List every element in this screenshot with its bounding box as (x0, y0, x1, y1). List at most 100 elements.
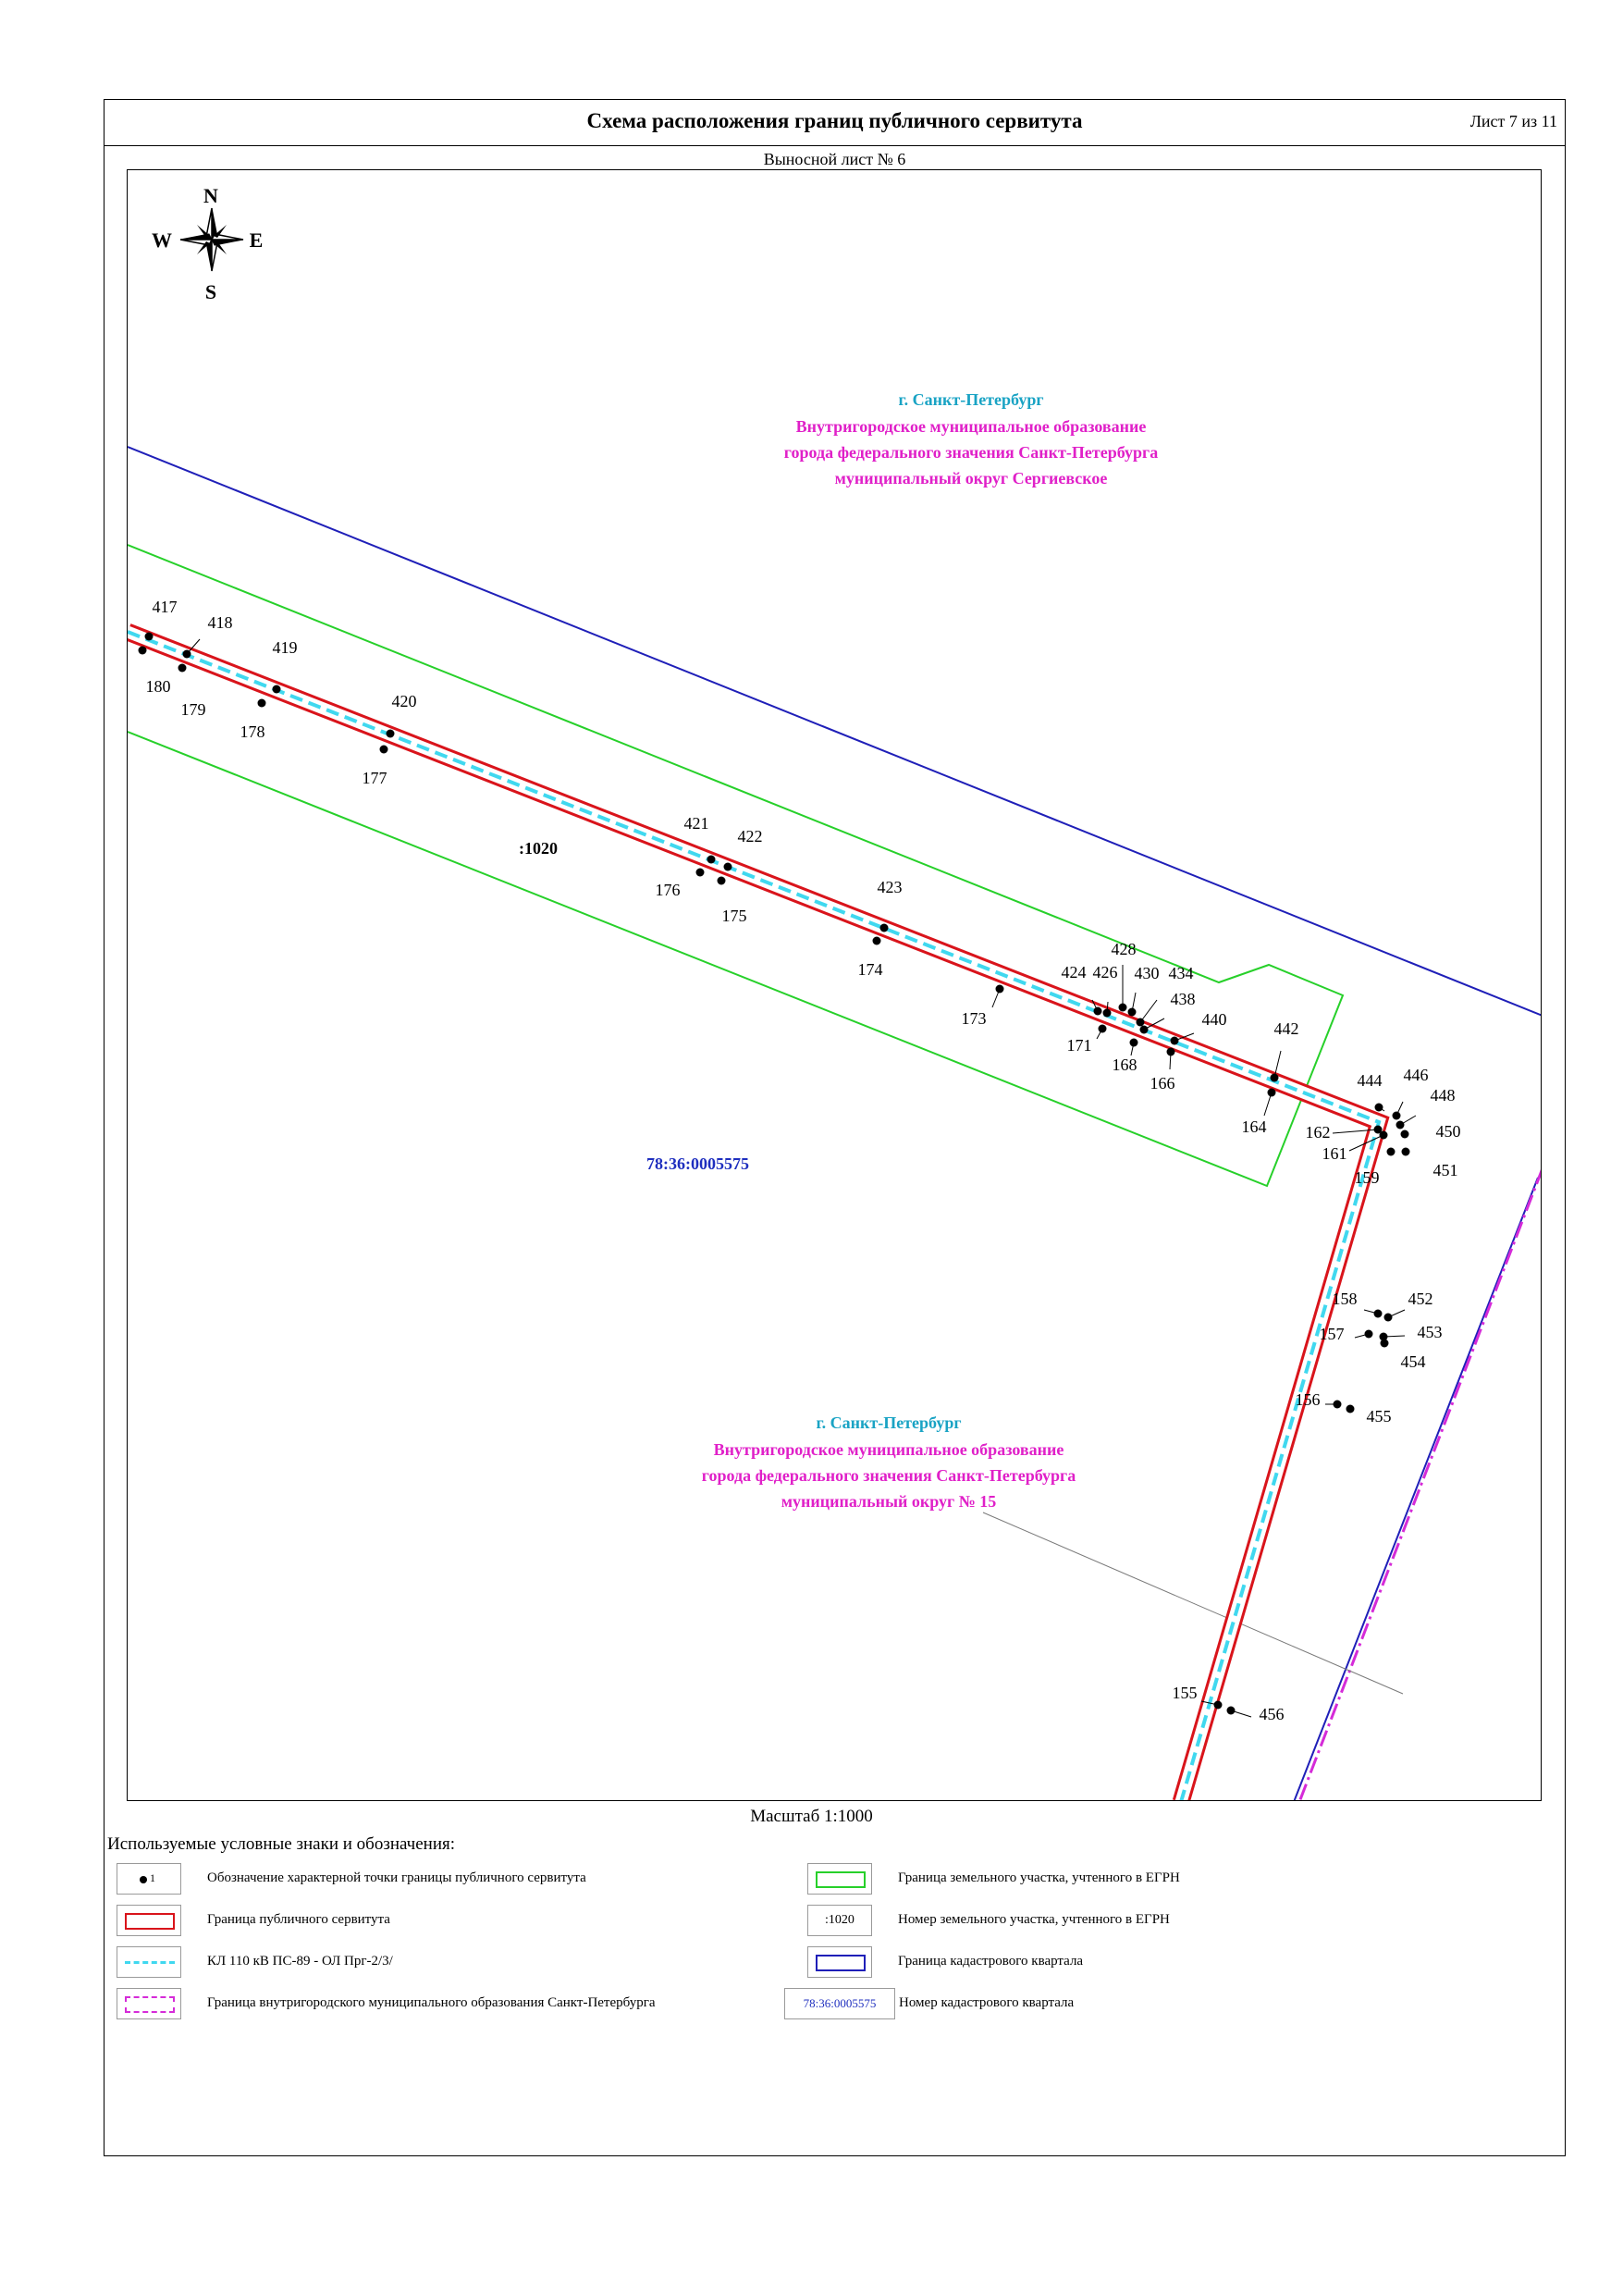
point-label-177: 177 (363, 769, 387, 787)
point-label-180: 180 (146, 677, 171, 696)
point-marker-168 (1129, 1038, 1138, 1047)
legend-text-quarter: Граница кадастрового квартала (898, 1954, 1084, 1969)
point-leader-line (1139, 999, 1158, 1023)
point-marker-444 (1374, 1103, 1383, 1112)
point-marker-438 (1139, 1025, 1149, 1034)
legend-heading: Используемые условные знаки и обозначени… (107, 1834, 456, 1854)
cable-line-icon (125, 1961, 175, 1964)
quarter-number-label: 78:36:0005575 (646, 1154, 749, 1173)
region-north-line2: города федерального значения Санкт-Петер… (784, 443, 1158, 462)
point-label-434: 434 (1169, 964, 1194, 982)
point-label-451: 451 (1433, 1161, 1458, 1179)
easement-points: 4171804181794191784201774214221761754231… (138, 598, 1461, 1723)
legend-swatch-quarter-number: 78:36:0005575 (784, 1988, 895, 2019)
point-marker-420 (386, 729, 395, 738)
point-label-418: 418 (208, 613, 233, 632)
point-label-438: 438 (1171, 990, 1196, 1008)
legend-text-quarter-number: Номер кадастрового квартала (899, 1995, 1075, 2010)
point-marker-440 (1170, 1036, 1179, 1045)
title-row: Схема расположения границ публичного сер… (105, 100, 1565, 146)
legend-text-parcel: Граница земельного участка, учтенного в … (898, 1870, 1180, 1885)
point-marker-180 (138, 646, 147, 655)
point-marker-454 (1380, 1339, 1389, 1348)
legend-text-parcel-number: Номер земельного участка, учтенного в ЕГ… (898, 1912, 1170, 1927)
easement-boundary-icon (125, 1913, 175, 1930)
legend-swatch-quarter (807, 1946, 872, 1978)
municipal-boundary-line (1298, 1169, 1541, 1800)
point-marker-452 (1383, 1313, 1393, 1322)
point-label-453: 453 (1418, 1323, 1443, 1341)
point-label-174: 174 (858, 960, 883, 979)
point-leader-line (1332, 1129, 1379, 1134)
point-label-179: 179 (181, 700, 206, 719)
point-label-446: 446 (1404, 1066, 1429, 1084)
point-marker-453 (1379, 1332, 1388, 1341)
point-marker-155 (1213, 1700, 1223, 1710)
legend-item-cable: КЛ 110 кВ ПС-89 - ОЛ Прг-2/3/ (117, 1946, 764, 1978)
point-label-442: 442 (1274, 1019, 1299, 1038)
legend-swatch-cable (117, 1946, 181, 1978)
legend-item-parcel: Граница земельного участка, учтенного в … (807, 1863, 1325, 1895)
legend-swatch-parcel (807, 1863, 872, 1895)
legend-text-municipal: Граница внутригородского муниципального … (207, 1995, 656, 2010)
point-marker-456 (1226, 1706, 1236, 1715)
region-north-line1: Внутригородское муниципальное образовани… (796, 417, 1147, 436)
legend-item-municipal: Граница внутригородского муниципального … (117, 1988, 764, 2019)
region-south-line2: города федерального значения Санкт-Петер… (702, 1466, 1076, 1485)
legend-item-point: 1 Обозначение характерной точки границы … (117, 1863, 764, 1895)
point-marker-162 (1373, 1125, 1383, 1134)
sheet-number: Лист 7 из 11 (1469, 112, 1557, 130)
point-label-455: 455 (1367, 1407, 1392, 1426)
point-marker-446 (1392, 1111, 1401, 1120)
legend-item-quarter-number: 78:36:0005575 Номер кадастрового квартал… (784, 1988, 1339, 2019)
map-canvas: N S W E г. Санкт-Петербург Внутригородск… (128, 184, 1541, 1800)
map-frame: N S W E г. Санкт-Петербург Внутригородск… (127, 169, 1542, 1801)
municipal-boundary-icon (125, 1996, 175, 2013)
point-label-164: 164 (1242, 1117, 1267, 1136)
point-marker-450 (1400, 1129, 1409, 1139)
point-marker-173 (995, 984, 1004, 994)
point-marker-159 (1386, 1147, 1396, 1156)
label-leader-line (982, 1512, 1404, 1695)
point-marker-175 (717, 876, 726, 885)
point-marker-icon (140, 1876, 147, 1883)
legend-swatch-easement (117, 1905, 181, 1936)
point-marker-179 (178, 663, 187, 673)
point-marker-442 (1270, 1073, 1279, 1082)
point-label-423: 423 (878, 878, 903, 896)
parcel-boundary (128, 544, 1345, 1188)
legend-item-quarter: Граница кадастрового квартала (807, 1946, 1325, 1978)
point-label-428: 428 (1112, 940, 1137, 958)
point-marker-156 (1333, 1400, 1342, 1409)
legend-point-sample-label: 1 (150, 1871, 155, 1884)
point-marker-158 (1373, 1309, 1383, 1318)
point-leader-line (1348, 1134, 1384, 1152)
point-leader-line (1273, 1050, 1282, 1079)
point-marker-164 (1267, 1088, 1276, 1097)
point-label-166: 166 (1150, 1074, 1175, 1092)
point-marker-423 (879, 923, 889, 932)
point-label-456: 456 (1260, 1705, 1285, 1723)
parcel-number-label: :1020 (519, 839, 558, 858)
point-marker-166 (1166, 1047, 1175, 1056)
point-label-159: 159 (1355, 1168, 1380, 1187)
point-label-430: 430 (1135, 964, 1160, 982)
legend-sample-parcel-number: :1020 (825, 1913, 855, 1927)
point-label-426: 426 (1093, 963, 1118, 981)
point-marker-455 (1346, 1404, 1355, 1413)
point-label-421: 421 (684, 814, 709, 833)
point-label-157: 157 (1320, 1325, 1345, 1343)
point-label-173: 173 (962, 1009, 987, 1028)
quarter-boundary-icon (816, 1955, 866, 1971)
point-marker-430 (1127, 1007, 1137, 1017)
point-marker-428 (1118, 1003, 1127, 1012)
point-label-450: 450 (1436, 1122, 1461, 1141)
point-label-178: 178 (240, 722, 265, 741)
point-label-444: 444 (1358, 1071, 1383, 1090)
point-label-440: 440 (1202, 1010, 1227, 1029)
point-label-158: 158 (1333, 1290, 1358, 1308)
cable-line (128, 630, 1382, 1800)
point-label-448: 448 (1431, 1086, 1456, 1105)
region-north-line3: муниципальный округ Сергиевское (835, 469, 1108, 488)
sheet-frame: Схема расположения границ публичного сер… (104, 99, 1566, 2156)
